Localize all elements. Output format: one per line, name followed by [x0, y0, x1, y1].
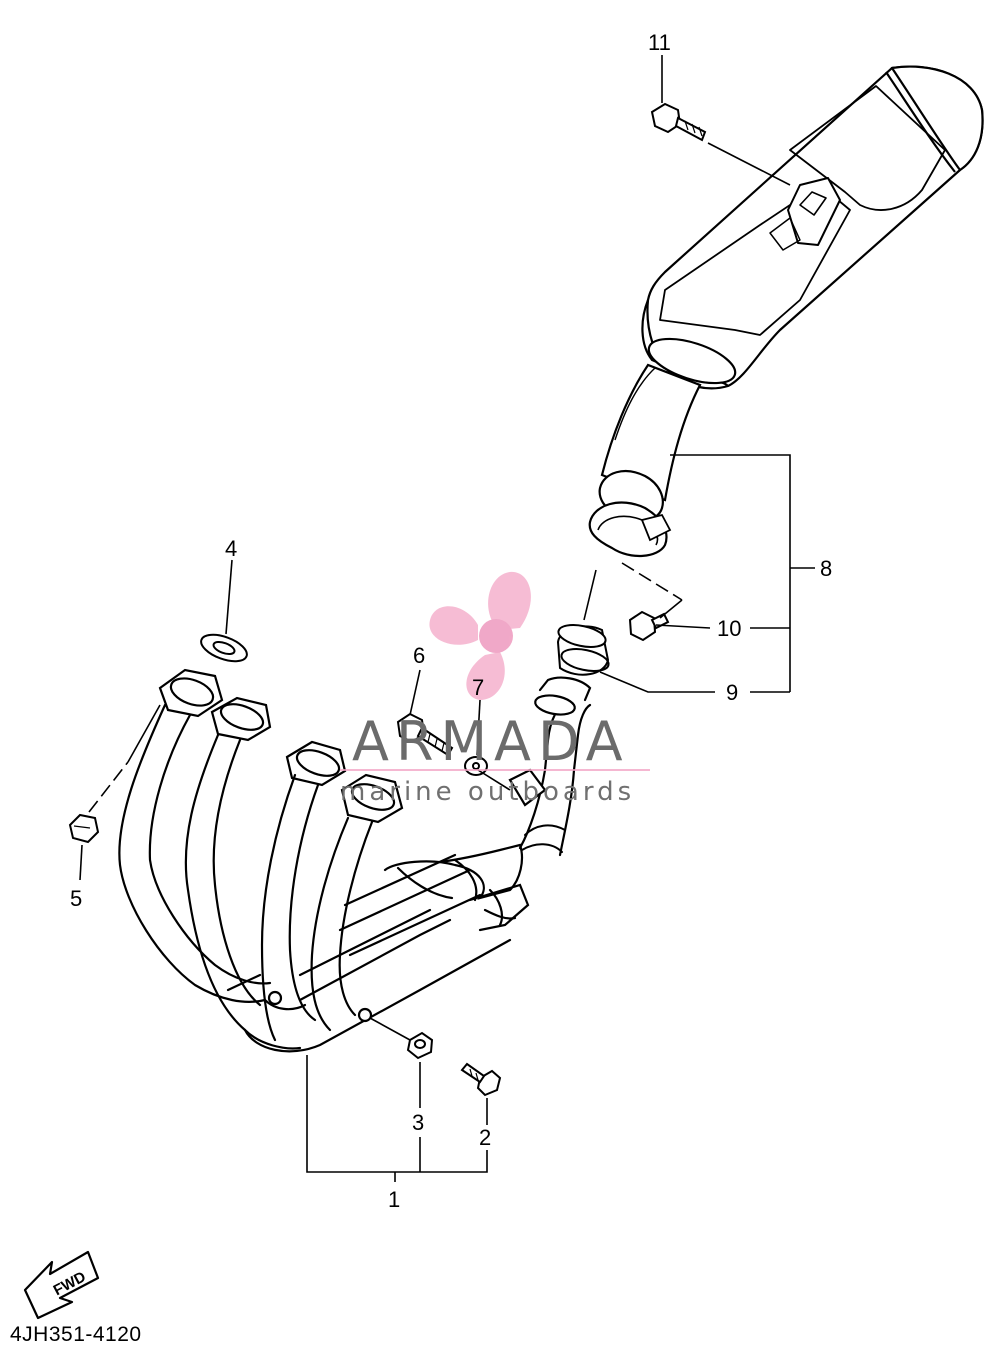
muffler-link-pipe: [588, 363, 702, 558]
propeller-logo-icon: [429, 571, 531, 700]
nut-5-icon: [68, 813, 100, 844]
bolt-10-icon: [628, 610, 670, 642]
bolt-6-icon: [396, 712, 454, 757]
callout-2: 2: [479, 1125, 491, 1150]
leader-lines: [79, 55, 815, 1182]
callout-1: 1: [388, 1187, 400, 1212]
figure-code: 4JH351-4120: [10, 1323, 142, 1346]
small-parts: [68, 102, 707, 1097]
callout-4: 4: [225, 536, 237, 561]
washer-3-icon: [406, 1031, 434, 1060]
callout-9: 9: [726, 680, 738, 705]
watermark-title: ARMADA: [352, 710, 630, 773]
callout-8: 8: [820, 556, 832, 581]
watermark-subtitle: marine outboards: [340, 777, 635, 807]
gasket-9-icon: [556, 624, 610, 676]
bolt-2-icon: [460, 1062, 502, 1097]
callout-11: 11: [648, 30, 671, 55]
watermark: ARMADA marine outboards: [340, 571, 650, 807]
callout-6: 6: [413, 643, 425, 668]
callout-3: 3: [412, 1110, 424, 1135]
callout-10: 10: [717, 616, 741, 641]
callout-labels: 11 4 8 10 6 7 9 5 3 2 1: [70, 30, 832, 1212]
bolt-11-icon: [650, 102, 707, 142]
fwd-arrow-icon: FWD: [23, 1250, 100, 1320]
muffler: [641, 65, 984, 390]
exhaust-header: [118, 668, 592, 1053]
callout-5: 5: [70, 886, 82, 911]
gasket-4-icon: [200, 633, 248, 663]
callout-7: 7: [472, 675, 484, 700]
